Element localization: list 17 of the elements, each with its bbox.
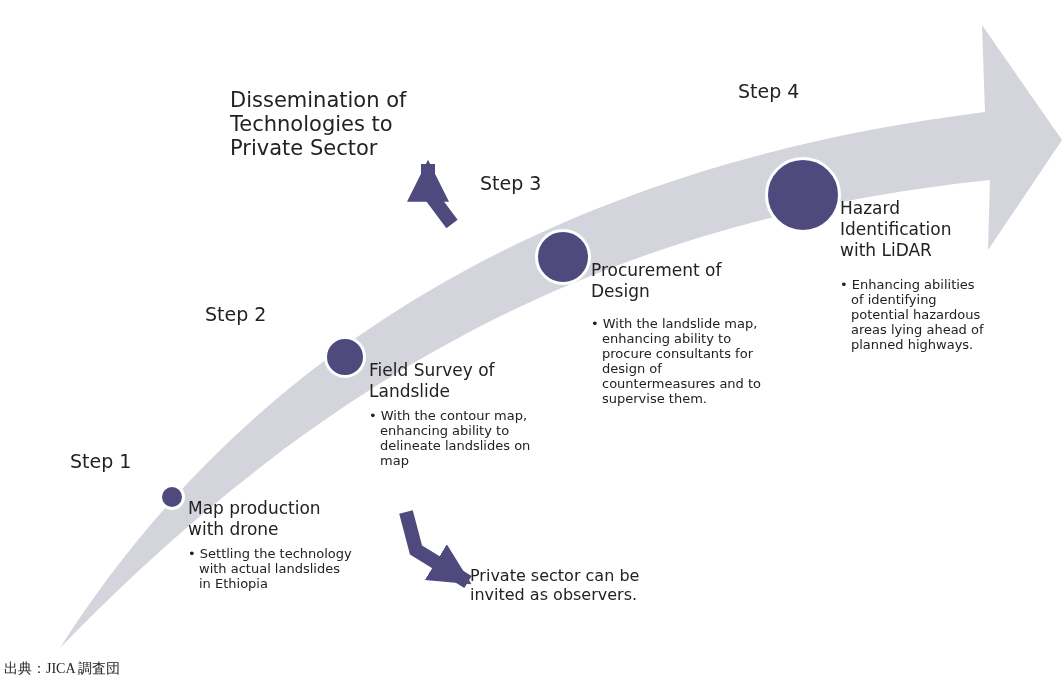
step-label: Step 3 <box>480 172 542 194</box>
step-label: Step 1 <box>70 450 132 472</box>
step-heading: Procurement of Design <box>591 260 723 302</box>
bullet-text: • With the landslide map, enhancing ability to procure consultants for design of countermeasures and to supervise them. <box>591 316 763 406</box>
bullet-text: • Enhancing abilities of identifying potential hazardous areas lying ahead of planned highways. <box>840 277 985 352</box>
step-heading: Field Survey of Landslide <box>369 360 496 402</box>
step-heading: Hazard Identification with LiDAR <box>840 198 953 261</box>
bullet-text: • With the contour map, enhancing ability to delineate landslides on map <box>369 408 532 468</box>
bent-arrow <box>399 510 472 588</box>
step-label: Step 2 <box>205 303 267 325</box>
step-heading: Map production with drone <box>188 498 322 540</box>
bent-arrow <box>407 159 458 229</box>
step-label: Step 4 <box>738 80 800 102</box>
note-text: Private sector can be invited as observers. <box>470 566 641 604</box>
note-text: Dissemination of Technologies to Private Sector <box>230 88 408 160</box>
bullet-text: • Settling the technology with actual landslides in Ethiopia <box>188 546 353 591</box>
source-caption: 出典：JICA 調査団 <box>4 660 121 678</box>
